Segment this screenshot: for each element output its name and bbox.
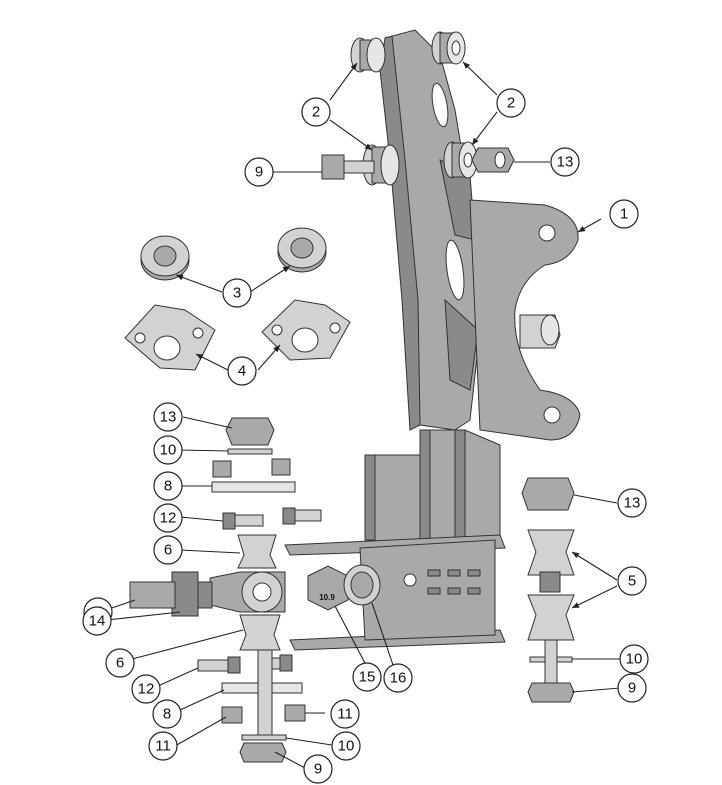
callout-2-right: 2 <box>496 88 526 118</box>
upright-bracket-part <box>284 29 581 651</box>
svg-text:2: 2 <box>312 104 320 121</box>
callout-13-top: 13 <box>550 147 580 177</box>
bolt-grade-marking: 10.9 <box>319 593 335 602</box>
callout-11-left: 11 <box>148 731 178 761</box>
callout-3: 3 <box>222 278 252 308</box>
nut-part-13-top <box>471 147 515 173</box>
svg-text:8: 8 <box>163 706 171 723</box>
svg-text:4: 4 <box>238 363 246 380</box>
svg-text:5: 5 <box>628 573 636 590</box>
spacer-part-2 <box>350 31 478 186</box>
callout-6-lower: 6 <box>105 648 135 678</box>
callout-2-left: 2 <box>301 97 331 127</box>
svg-text:11: 11 <box>337 706 353 723</box>
svg-text:10: 10 <box>338 738 355 755</box>
svg-text:10: 10 <box>626 651 643 668</box>
callout-13-right: 13 <box>617 488 647 518</box>
svg-text:1: 1 <box>620 206 628 223</box>
svg-text:13: 13 <box>160 409 177 426</box>
svg-text:9: 9 <box>314 761 322 778</box>
svg-text:13: 13 <box>557 154 574 171</box>
bolt-part-15: 10.9 <box>307 564 381 611</box>
callout-8-upper: 8 <box>153 471 183 501</box>
svg-text:12: 12 <box>138 681 155 698</box>
callout-15: 15 <box>352 662 382 692</box>
plate-part-4 <box>124 299 351 371</box>
svg-text:2: 2 <box>507 95 515 112</box>
callout-4: 4 <box>227 356 257 386</box>
leader-lines <box>106 61 621 769</box>
svg-text:9: 9 <box>628 680 636 697</box>
right-hardware-stack <box>521 477 575 703</box>
svg-text:12: 12 <box>160 510 177 527</box>
svg-text:6: 6 <box>116 655 124 672</box>
callout-6-upper: 6 <box>153 535 183 565</box>
svg-text:10: 10 <box>160 442 177 459</box>
callout-10-upper: 10 <box>153 435 183 465</box>
svg-text:3: 3 <box>233 285 241 302</box>
svg-text:13: 13 <box>624 495 641 512</box>
callout-8-lower: 8 <box>152 699 182 729</box>
svg-text:8: 8 <box>164 478 172 495</box>
callout-12-lower: 12 <box>131 674 161 704</box>
callout-11-right: 11 <box>330 699 360 729</box>
svg-text:6: 6 <box>164 542 172 559</box>
left-hardware-stack <box>129 417 322 763</box>
callout-16: 16 <box>383 663 413 693</box>
callout-9-top: 9 <box>244 157 274 187</box>
callout-10-bottom: 10 <box>331 731 361 761</box>
washer-part-3 <box>140 227 327 281</box>
svg-text:11: 11 <box>155 738 171 755</box>
bolt-part-9-top <box>321 154 375 180</box>
callout-9-right: 9 <box>617 673 647 703</box>
callout-12-upper: 12 <box>153 503 183 533</box>
svg-text:16: 16 <box>390 670 407 687</box>
callout-14: 14 <box>82 606 112 636</box>
callout-5: 5 <box>617 566 647 596</box>
svg-text:9: 9 <box>255 164 263 181</box>
callout-13-left: 13 <box>153 402 183 432</box>
svg-text:14: 14 <box>89 613 106 630</box>
svg-text:15: 15 <box>359 669 376 686</box>
callout-1: 1 <box>609 199 639 229</box>
callout-10-right: 10 <box>619 644 649 674</box>
callout-9-bottom: 9 <box>303 754 333 784</box>
